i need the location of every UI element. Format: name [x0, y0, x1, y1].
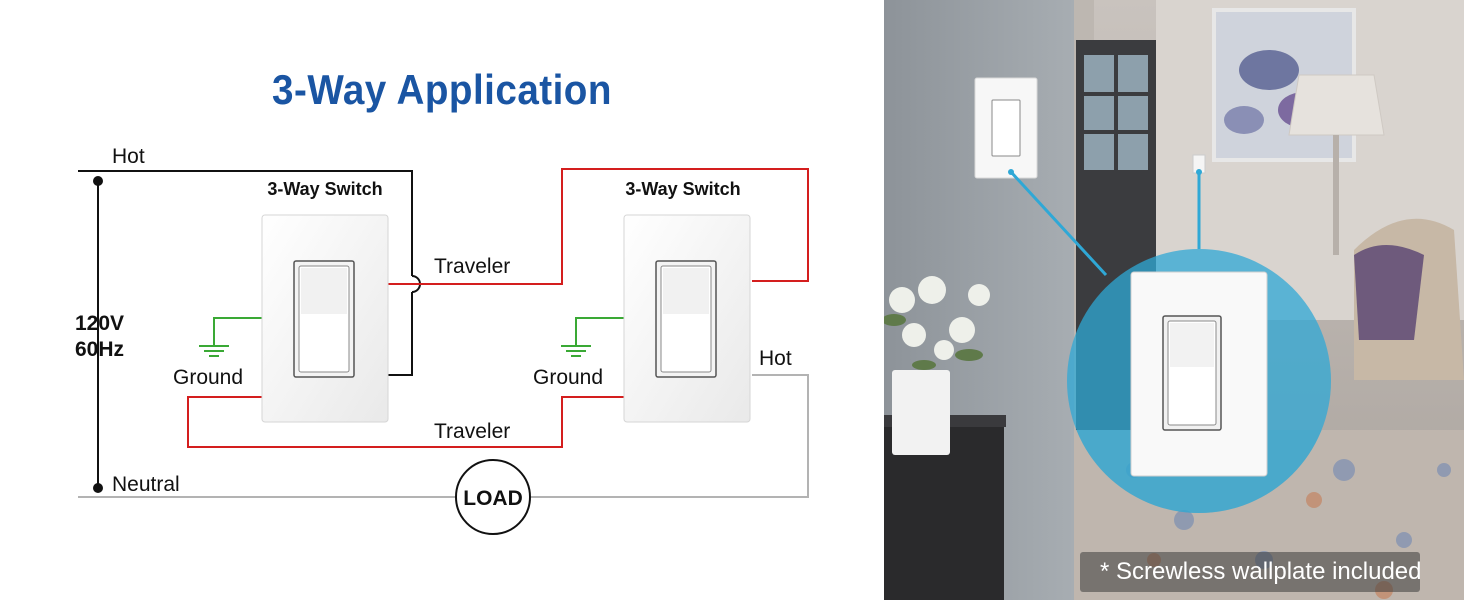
hot-dot	[93, 176, 103, 186]
hot-return-wire	[388, 292, 413, 376]
wall-switch-small	[974, 77, 1038, 179]
neutral-dot	[93, 483, 103, 493]
label-frequency: 60Hz	[75, 338, 124, 361]
page-title: 3-Way Application	[272, 66, 612, 113]
label-hot-right: Hot	[759, 347, 792, 370]
callout-line-left	[1009, 170, 1108, 277]
ground-symbol-left	[199, 345, 229, 357]
label-traveler-bottom: Traveler	[434, 420, 510, 443]
label-voltage: 120V	[75, 312, 124, 335]
label-load: LOAD	[463, 487, 523, 510]
load-circle	[455, 459, 531, 535]
wall-switch-large	[1130, 271, 1268, 477]
wiring-diagram: Hot 3-Way Switch 3-Way Switch Traveler 1…	[75, 145, 809, 535]
traveler-wire-bottom	[187, 396, 624, 448]
ground-wire-right	[575, 317, 624, 346]
hot-wire	[78, 170, 413, 276]
switch-right	[623, 214, 751, 423]
label-hot-left: Hot	[112, 145, 145, 168]
label-ground-right: Ground	[533, 366, 603, 389]
neutral-to-hot-wire	[531, 374, 809, 498]
label-switch-left: 3-Way Switch	[267, 179, 382, 199]
caption-background	[1080, 552, 1420, 592]
ground-symbol-right	[561, 345, 591, 357]
switch-left	[261, 214, 389, 423]
traveler-wire-top	[388, 168, 809, 285]
wallplate-caption: * Screwless wallplate included	[1100, 558, 1422, 585]
ground-wire-left	[213, 317, 262, 346]
label-traveler-top: Traveler	[434, 255, 510, 278]
label-neutral: Neutral	[112, 473, 180, 496]
label-ground-left: Ground	[173, 366, 243, 389]
room-photo	[884, 0, 1464, 600]
label-switch-right: 3-Way Switch	[625, 179, 740, 199]
